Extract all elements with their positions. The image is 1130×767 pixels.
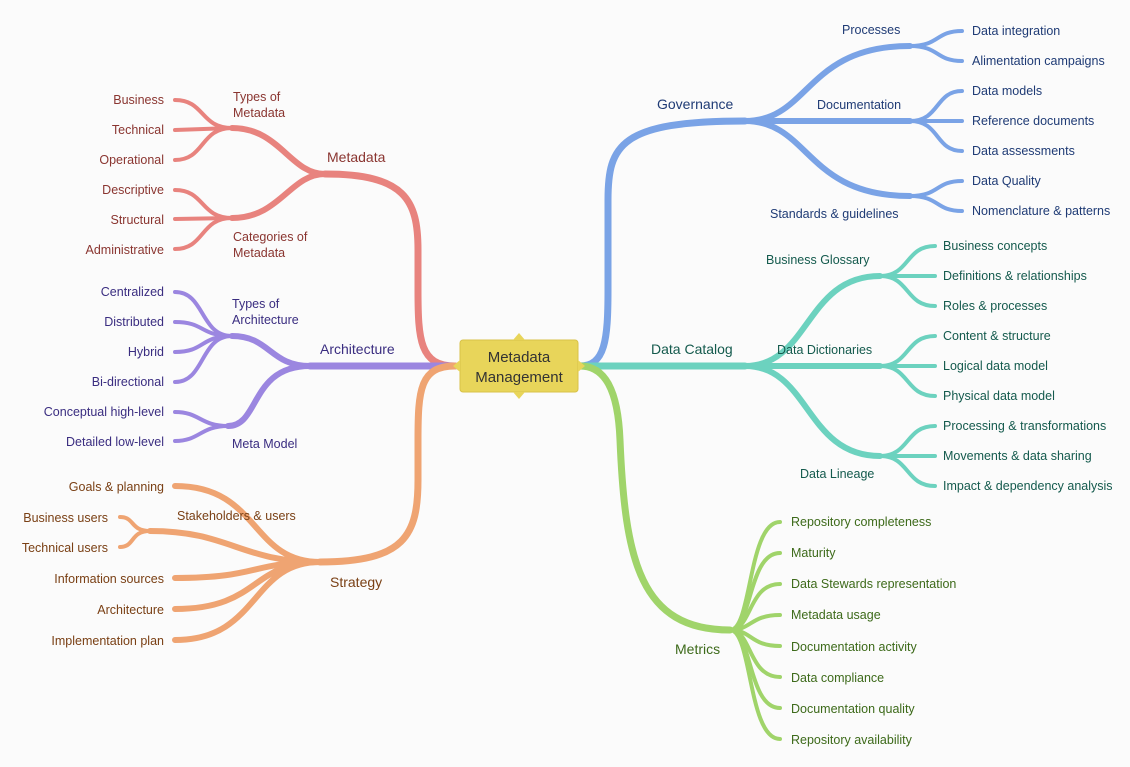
data-catalog-label: Data Catalog bbox=[651, 341, 733, 357]
governance-label: Governance bbox=[657, 96, 733, 112]
leaf-business: Business bbox=[113, 93, 164, 107]
leaf-technical: Technical bbox=[112, 123, 164, 137]
leaf-documentation-quality: Documentation quality bbox=[791, 702, 915, 716]
leaf-reference-documents: Reference documents bbox=[972, 114, 1094, 128]
leaf-conceptual-high-level: Conceptual high-level bbox=[44, 405, 164, 419]
leaf-implementation-plan: Implementation plan bbox=[51, 634, 164, 648]
leaf-data-compliance: Data compliance bbox=[791, 671, 884, 685]
leaf-detailed-low-level: Detailed low-level bbox=[66, 435, 164, 449]
root-label-line2: Management bbox=[475, 369, 563, 386]
categories-of-metadata-label-1: Categories of bbox=[233, 230, 308, 244]
leaf-repository-availability: Repository availability bbox=[791, 733, 913, 747]
leaf-hybrid: Hybrid bbox=[128, 345, 164, 359]
standards-guidelines-label: Standards & guidelines bbox=[770, 207, 899, 221]
leaf-metadata-usage: Metadata usage bbox=[791, 608, 881, 622]
metrics-label: Metrics bbox=[675, 641, 720, 657]
types-of-metadata-label-1: Types of bbox=[233, 90, 281, 104]
meta-model-label: Meta Model bbox=[232, 437, 297, 451]
leaf-processing-transformations: Processing & transformations bbox=[943, 419, 1106, 433]
leaf-documentation-activity: Documentation activity bbox=[791, 640, 918, 654]
leaf-physical-data-model: Physical data model bbox=[943, 389, 1055, 403]
leaf-impact-dependency-analysis: Impact & dependency analysis bbox=[943, 479, 1113, 493]
leaf-centralized: Centralized bbox=[101, 285, 164, 299]
leaf-data-integration: Data integration bbox=[972, 24, 1060, 38]
leaf-nomenclature-patterns: Nomenclature & patterns bbox=[972, 204, 1110, 218]
types-of-architecture-label-2: Architecture bbox=[232, 313, 299, 327]
root-label-line1: Metadata bbox=[488, 349, 551, 366]
leaf-data-models: Data models bbox=[972, 84, 1042, 98]
metadata-branch bbox=[173, 98, 459, 370]
leaf-descriptive: Descriptive bbox=[102, 183, 164, 197]
leaf-distributed: Distributed bbox=[104, 315, 164, 329]
metrics-branch bbox=[576, 362, 782, 741]
processes-label: Processes bbox=[842, 23, 900, 37]
documentation-label: Documentation bbox=[817, 98, 901, 112]
architecture-branch bbox=[173, 290, 459, 443]
leaf-bi-directional: Bi-directional bbox=[92, 375, 164, 389]
leaf-operational: Operational bbox=[99, 153, 164, 167]
business-glossary-label: Business Glossary bbox=[766, 253, 870, 267]
strategy-branch bbox=[118, 362, 459, 643]
leaf-business-concepts: Business concepts bbox=[943, 239, 1047, 253]
leaf-structural: Structural bbox=[111, 213, 165, 227]
data-dictionaries-label: Data Dictionaries bbox=[777, 343, 872, 357]
metadata-label: Metadata bbox=[327, 149, 386, 165]
leaf-architecture: Architecture bbox=[97, 603, 164, 617]
leaf-alimentation-campaigns: Alimentation campaigns bbox=[972, 54, 1105, 68]
stakeholders-users-label: Stakeholders & users bbox=[177, 509, 296, 523]
leaf-administrative: Administrative bbox=[86, 243, 165, 257]
leaf-data-quality: Data Quality bbox=[972, 174, 1042, 188]
data-catalog-branch bbox=[576, 244, 937, 488]
leaf-maturity: Maturity bbox=[791, 546, 836, 560]
root-node[interactable]: Metadata Management bbox=[453, 333, 585, 399]
leaf-information-sources: Information sources bbox=[54, 572, 164, 586]
leaf-technical-users: Technical users bbox=[22, 541, 108, 555]
strategy-label: Strategy bbox=[330, 574, 382, 590]
leaf-roles-processes: Roles & processes bbox=[943, 299, 1047, 313]
leaf-business-users: Business users bbox=[23, 511, 108, 525]
leaf-goals-planning: Goals & planning bbox=[69, 480, 164, 494]
leaf-repository-completeness: Repository completeness bbox=[791, 515, 931, 529]
leaf-content-structure: Content & structure bbox=[943, 329, 1051, 343]
types-of-metadata-label-2: Metadata bbox=[233, 106, 285, 120]
leaf-definitions-relationships: Definitions & relationships bbox=[943, 269, 1087, 283]
leaf-data-assessments: Data assessments bbox=[972, 144, 1075, 158]
leaf-logical-data-model: Logical data model bbox=[943, 359, 1048, 373]
data-lineage-label: Data Lineage bbox=[800, 467, 874, 481]
architecture-label: Architecture bbox=[320, 341, 395, 357]
categories-of-metadata-label-2: Metadata bbox=[233, 246, 285, 260]
governance-branch bbox=[576, 29, 964, 370]
types-of-architecture-label-1: Types of bbox=[232, 297, 280, 311]
leaf-movements-data-sharing: Movements & data sharing bbox=[943, 449, 1092, 463]
leaf-data-stewards-representation: Data Stewards representation bbox=[791, 577, 956, 591]
